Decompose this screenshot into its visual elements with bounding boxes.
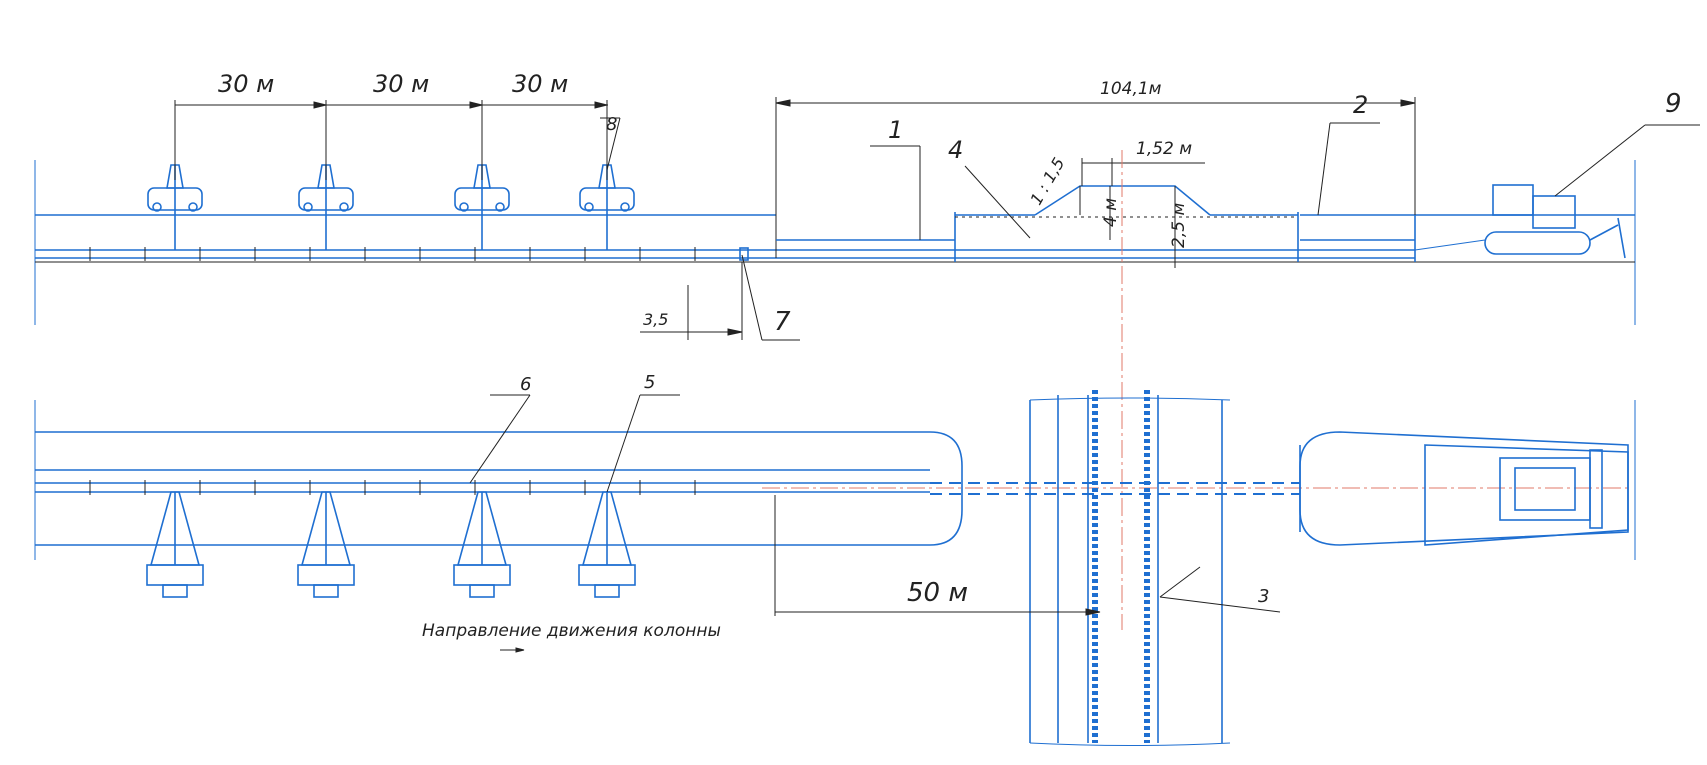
callout-3: 3	[1258, 586, 1269, 607]
callout-6: 6	[520, 374, 531, 395]
spacing-label-2: 30 м	[373, 70, 429, 98]
total-length-dimension	[775, 97, 1416, 258]
spacing-label-1: 30 м	[218, 70, 274, 98]
callout-8: 8	[606, 114, 617, 135]
callout-4: 4	[948, 136, 963, 164]
pipe-head	[739, 247, 749, 261]
elevation-view: 30 м 30 м 30 м 104,1м	[34, 70, 1636, 630]
pipelayer-plan-4	[578, 491, 636, 598]
callout-leaders	[469, 117, 1700, 613]
road-embankment	[955, 185, 1298, 218]
bulldozer-plan	[1499, 449, 1603, 529]
bulldozer-elevation	[1414, 184, 1626, 259]
plan-view: 50 м Направление движения колонны	[34, 390, 1636, 746]
slope-label: 1 : 1,5	[1026, 154, 1068, 208]
callout-5: 5	[644, 372, 655, 393]
callout-9: 9	[1665, 89, 1682, 119]
spacing-label-3: 30 м	[512, 70, 568, 98]
depth-label: 2,5 м	[1169, 203, 1189, 248]
offset-label: 3,5	[643, 310, 668, 329]
offset-dimension	[640, 254, 800, 341]
pipe-joints-elevation	[89, 247, 696, 261]
pipe-joints-plan	[89, 480, 696, 495]
spacing-dimensions	[174, 100, 608, 180]
pipelayer-plan-1	[146, 491, 204, 598]
callout-2: 2	[1353, 91, 1368, 119]
pipelayer-plan-3	[453, 491, 511, 598]
embankment-dimensions	[1081, 158, 1205, 268]
distance-dimension	[774, 495, 1101, 616]
road-plan	[1029, 390, 1231, 746]
callout-7: 7	[774, 307, 791, 337]
caption-text: Направление движения колонны	[422, 621, 721, 641]
embankment-height-label: 4 м	[1101, 198, 1121, 227]
callout-1: 1	[888, 116, 903, 144]
total-length-label: 104,1м	[1100, 79, 1162, 99]
distance-label: 50 м	[907, 578, 968, 608]
top-width-label: 1,52 м	[1136, 139, 1192, 159]
pipelayer-plan-2	[297, 491, 355, 598]
